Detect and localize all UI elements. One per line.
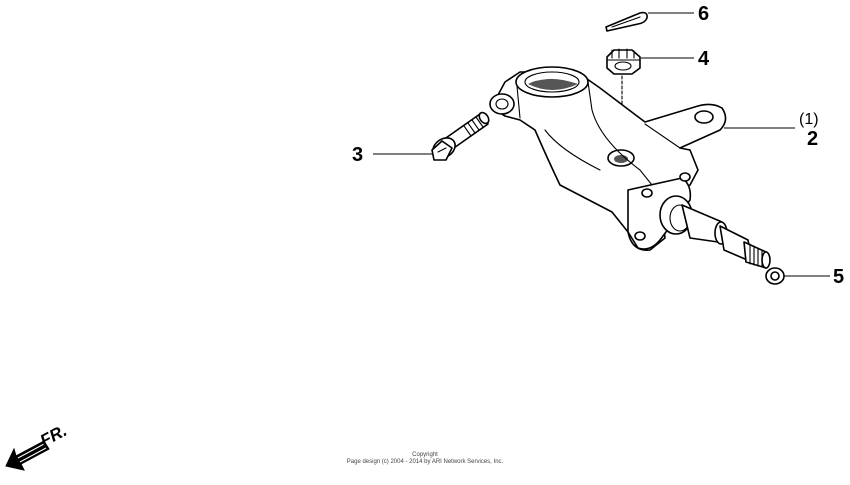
flange-bolt-part[interactable] <box>429 111 491 162</box>
callout-1[interactable]: (1) <box>799 111 819 128</box>
copyright-line-1: Copyright <box>412 452 438 458</box>
copyright-line-2: Page design (c) 2004 - 2014 by ARI Netwo… <box>346 459 504 465</box>
callout-5[interactable]: 5 <box>833 266 844 288</box>
callout-2[interactable]: 2 <box>807 128 818 150</box>
callout-3[interactable]: 3 <box>352 144 363 166</box>
front-arrow-icon <box>5 440 50 471</box>
copyright-notice: Copyright Page design (c) 2004 - 2014 by… <box>0 452 850 466</box>
washer-part[interactable] <box>765 267 785 285</box>
castle-nut-part[interactable] <box>606 48 641 75</box>
cotter-pin-part[interactable] <box>605 11 648 32</box>
knuckle-arm-part[interactable] <box>489 66 771 269</box>
callout-6[interactable]: 6 <box>698 3 709 25</box>
callout-4[interactable]: 4 <box>698 48 710 70</box>
